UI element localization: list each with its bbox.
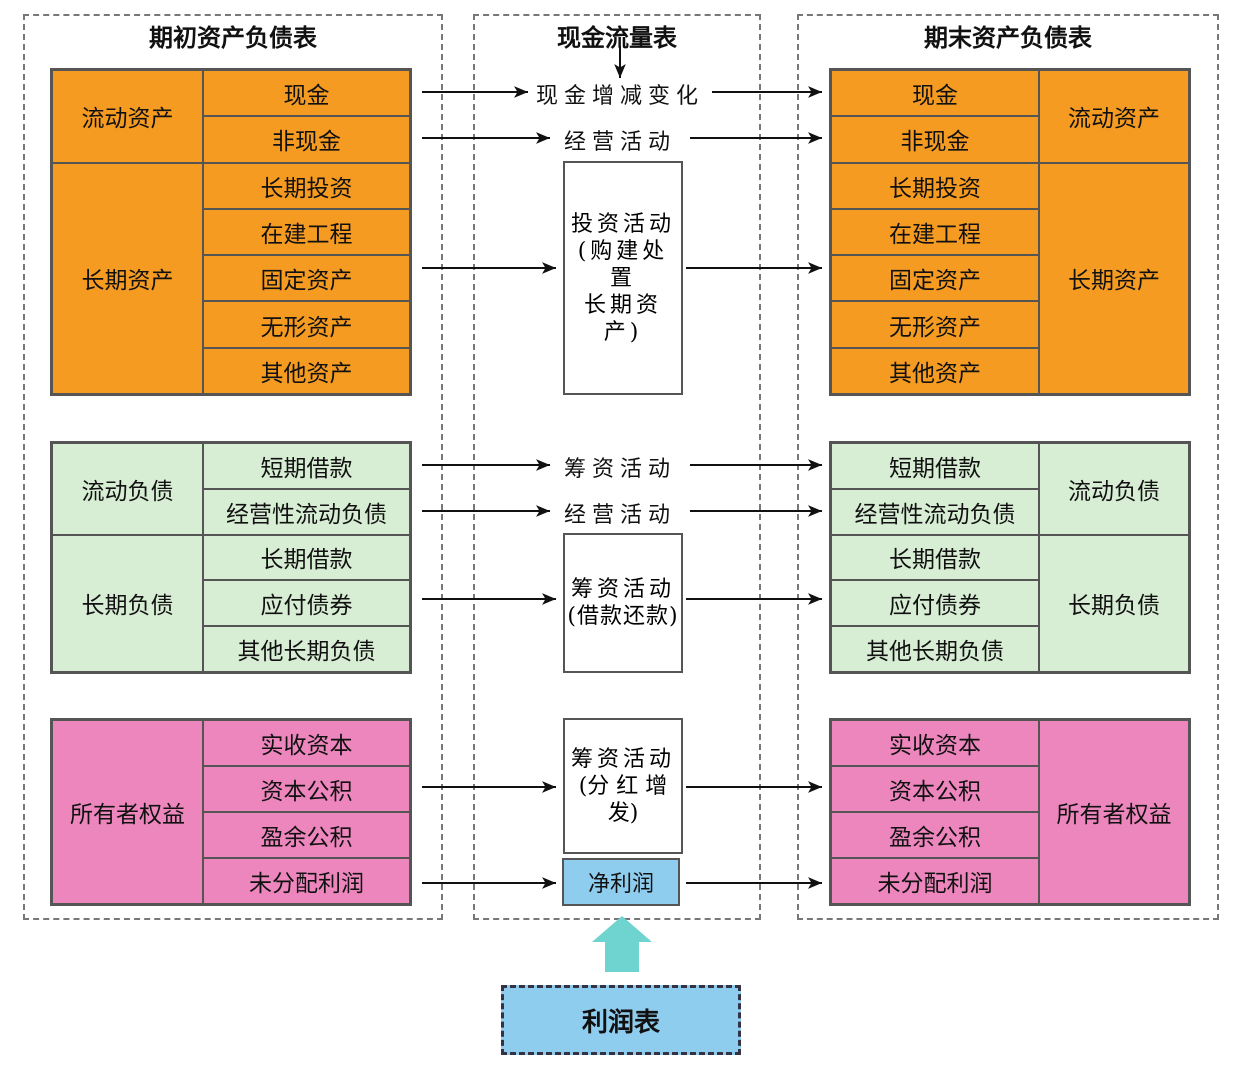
other-lt-liab-cell: 其他长期负债: [831, 626, 1039, 672]
fin-loan-line-1: 筹资活动: [570, 577, 675, 602]
construction-cell: 在建工程: [831, 208, 1039, 256]
fin-div-line-2: (分 红 增 发): [578, 773, 668, 826]
equity-label: 所有者权益: [1039, 720, 1189, 904]
opening-assets-table: 流动资产 现金 非现金 长期资产 长期投资 在建工程 固定资产 无形资产 其他资…: [50, 68, 412, 396]
retained-cell: 未分配利润: [831, 858, 1039, 904]
long-loan-cell: 长期借款: [831, 534, 1039, 581]
non-cash-cell: 非现金: [203, 116, 410, 163]
current-assets-label: 流动资产: [52, 70, 203, 163]
surplus-reserve-cell: 盈余公积: [203, 812, 410, 858]
cashflow-title: 现金流量表: [557, 24, 677, 52]
cash-cell: 现金: [831, 70, 1039, 117]
operating-liab-cell: 经营性流动负债: [203, 488, 410, 535]
current-assets-label: 流动资产: [1039, 70, 1189, 163]
long-term-assets-label: 长期资产: [1039, 162, 1189, 394]
long-loan-cell: 长期借款: [203, 534, 410, 581]
fixed-assets-cell: 固定资产: [203, 255, 410, 302]
up-arrow-icon: [592, 916, 652, 972]
closing-equity-table: 实收资本 所有者权益 资本公积 盈余公积 未分配利润: [829, 718, 1191, 906]
opening-balance-panel: [23, 14, 443, 920]
bonds-cell: 应付债券: [831, 580, 1039, 627]
closing-liabilities-table: 短期借款 流动负债 经营性流动负债 长期借款 长期负债 应付债券 其他长期负债: [829, 441, 1191, 674]
short-loan-cell: 短期借款: [203, 443, 410, 489]
fixed-assets-cell: 固定资产: [831, 255, 1039, 302]
current-liab-label: 流动负债: [1039, 443, 1189, 535]
equity-label: 所有者权益: [52, 720, 203, 904]
operating-label: 经营活动: [560, 124, 681, 156]
other-assets-cell: 其他资产: [203, 347, 410, 394]
financing-loan-box: 筹资活动 (借款还款): [563, 533, 683, 673]
closing-title: 期末资产负债表: [924, 24, 1092, 52]
investing-line-1: 投资活动: [570, 211, 675, 237]
short-loan-cell: 短期借款: [831, 443, 1039, 489]
opening-liabilities-table: 流动负债 短期借款 经营性流动负债 长期负债 长期借款 应付债券 其他长期负债: [50, 441, 412, 674]
intangible-cell: 无形资产: [831, 301, 1039, 348]
lt-investment-cell: 长期投资: [831, 162, 1039, 209]
fin-loan-line-2: (借款还款): [567, 604, 679, 629]
lt-investment-cell: 长期投资: [203, 162, 410, 209]
opening-equity-table: 所有者权益 实收资本 资本公积 盈余公积 未分配利润: [50, 718, 412, 906]
net-profit-box: 净利润: [562, 858, 680, 906]
cash-cell: 现金: [203, 70, 410, 117]
paid-in-cell: 实收资本: [831, 720, 1039, 766]
investing-line-3: 长期资产): [583, 292, 662, 345]
operating-liab-cell: 经营性流动负债: [831, 488, 1039, 535]
income-statement-box: 利润表: [501, 985, 741, 1055]
closing-balance-panel: [797, 14, 1219, 920]
intangible-cell: 无形资产: [203, 301, 410, 348]
bonds-cell: 应付债券: [203, 580, 410, 627]
cash-change-label: 现金增减变化: [532, 78, 709, 110]
financing-label: 筹资活动: [560, 451, 681, 483]
current-liab-label: 流动负债: [52, 443, 203, 535]
closing-assets-table: 现金 流动资产 非现金 长期投资 长期资产 在建工程 固定资产 无形资产 其他资…: [829, 68, 1191, 396]
construction-cell: 在建工程: [203, 208, 410, 256]
capital-reserve-cell: 资本公积: [831, 766, 1039, 812]
paid-in-cell: 实收资本: [203, 720, 410, 766]
fin-div-line-1: 筹资活动: [570, 746, 675, 772]
investing-line-2: (购建处置: [577, 238, 669, 291]
other-assets-cell: 其他资产: [831, 347, 1039, 394]
operating-label-2: 经营活动: [560, 497, 681, 529]
financing-dividend-box: 筹资活动 (分 红 增 发): [563, 718, 683, 854]
long-term-liab-label: 长期负债: [1039, 534, 1189, 672]
other-lt-liab-cell: 其他长期负债: [203, 626, 410, 672]
long-term-liab-label: 长期负债: [52, 534, 203, 672]
surplus-reserve-cell: 盈余公积: [831, 812, 1039, 858]
long-term-assets-label: 长期资产: [52, 162, 203, 394]
retained-cell: 未分配利润: [203, 858, 410, 904]
non-cash-cell: 非现金: [831, 116, 1039, 163]
cashflow-panel: [473, 14, 761, 920]
opening-title: 期初资产负债表: [149, 24, 317, 52]
investing-box: 投资活动 (购建处置 长期资产): [563, 161, 683, 395]
capital-reserve-cell: 资本公积: [203, 766, 410, 812]
